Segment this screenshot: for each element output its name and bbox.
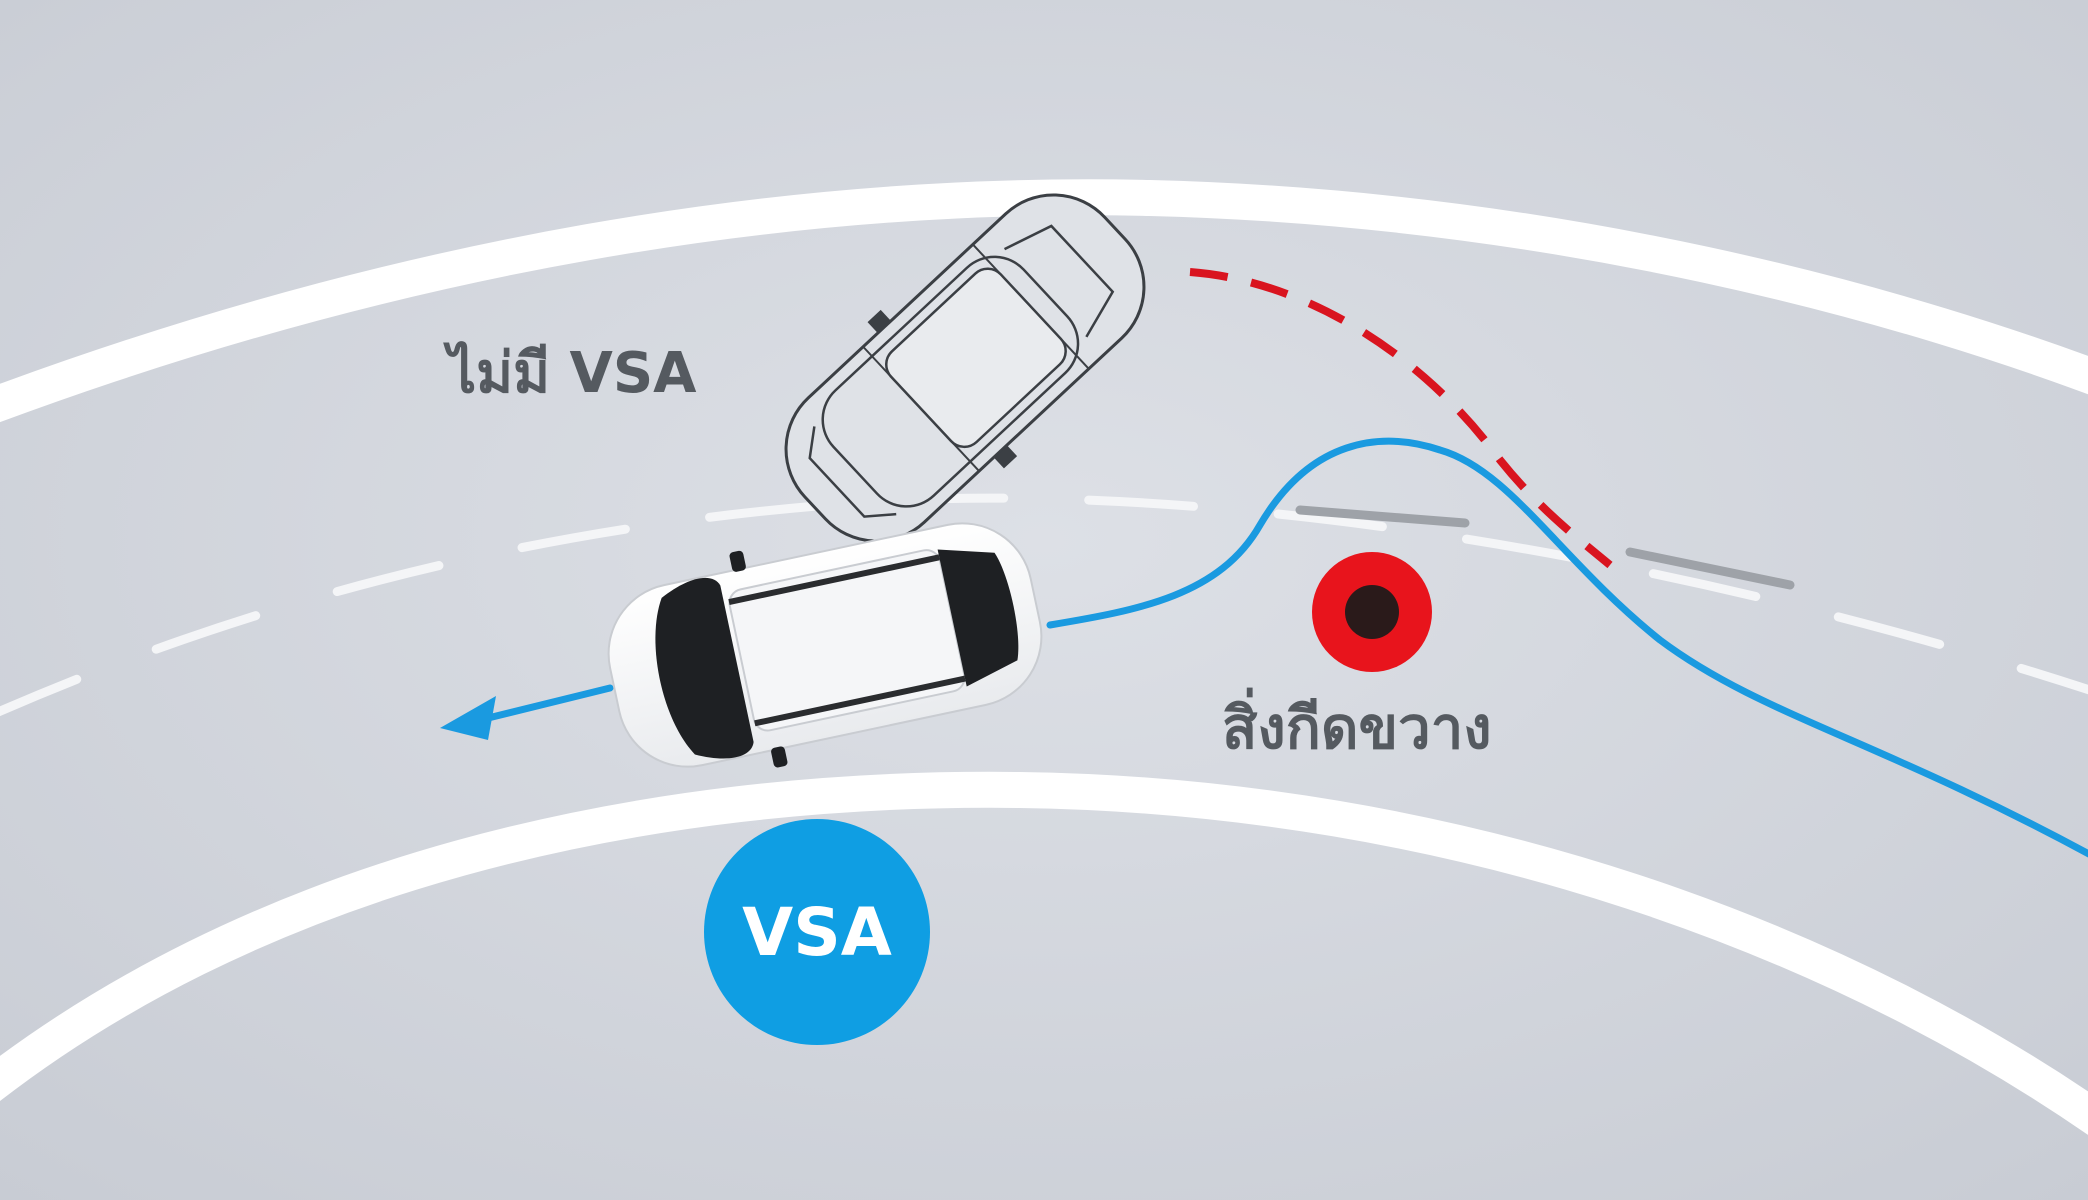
no-vsa-path <box>1189 268 1613 569</box>
outline-car-icon <box>784 193 1146 543</box>
label-without-vsa: ไม่มี VSA <box>443 340 697 406</box>
vsa-badge: VSA <box>704 819 930 1045</box>
obstacle-marker-icon <box>1312 552 1432 672</box>
lane-divider-shadow <box>1295 505 1795 590</box>
road-edge-bottom <box>0 771 2088 1135</box>
vsa-path <box>1046 437 2088 858</box>
white-car-icon <box>607 522 1043 768</box>
vsa-badge-label: VSA <box>742 894 892 971</box>
label-obstacle: สิ่งกีดขวาง <box>1222 687 1492 762</box>
vsa-path-exit <box>476 684 614 724</box>
arrow-head-icon <box>440 696 496 740</box>
road-edge-top <box>0 179 2088 423</box>
